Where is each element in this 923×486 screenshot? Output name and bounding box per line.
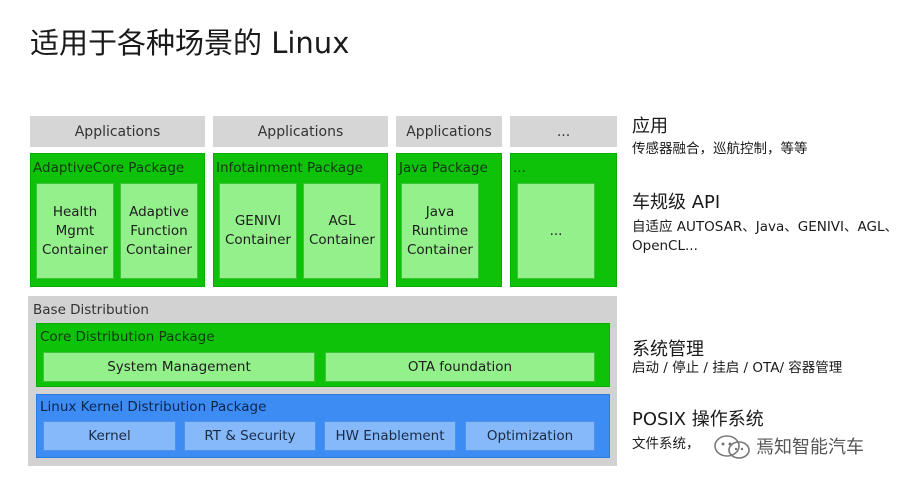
side-heading-applications: 应用 (632, 116, 668, 137)
side-desc-system-management: 启动 / 停止 / 挂启 / OTA/ 容器管理 (632, 360, 843, 376)
container-box: Adaptive Function Container (120, 183, 198, 279)
applications-box-adaptive: Applications (30, 116, 205, 147)
container-box: GENIVI Container (219, 183, 297, 279)
core-distribution-label: Core Distribution Package (40, 329, 215, 345)
side-desc-posix: 文件系统， (632, 436, 700, 452)
package-label: Java Package (399, 160, 488, 176)
package-label: ... (513, 160, 526, 176)
side-heading-posix: POSIX 操作系统 (632, 409, 764, 430)
container-label: Health Mgmt Container (42, 203, 108, 258)
base-distribution-label: Base Distribution (33, 302, 149, 318)
container-label: Java Runtime Container (407, 203, 473, 258)
container-label: ... (549, 222, 563, 239)
container-box: ... (517, 183, 595, 279)
side-heading-system-management: 系统管理 (632, 339, 704, 360)
container-box: Java Runtime Container (401, 183, 479, 279)
rt-security-box: RT & Security (184, 421, 316, 451)
applications-box-more: ... (510, 116, 617, 147)
container-label: GENIVI Container (225, 213, 291, 248)
applications-box-infotainment: Applications (213, 116, 388, 147)
page-title: 适用于各种场景的 Linux (30, 26, 350, 60)
package-label: AdaptiveCore Package (33, 160, 185, 176)
applications-box-java: Applications (396, 116, 502, 147)
hw-enablement-box: HW Enablement (324, 421, 456, 451)
wechat-logo-icon (714, 435, 750, 459)
ota-foundation-box: OTA foundation (325, 352, 595, 382)
side-desc-applications: 传感器融合，巡航控制，等等 (632, 141, 808, 157)
side-desc-api: 自适应 AUTOSAR、Java、GENIVI、AGL、 OpenCL... (632, 219, 898, 254)
optimization-box: Optimization (465, 421, 595, 451)
system-management-box: System Management (43, 352, 315, 382)
container-box: AGL Container (303, 183, 381, 279)
side-heading-api: 车规级 API (632, 192, 721, 213)
kernel-distribution-label: Linux Kernel Distribution Package (40, 399, 267, 415)
container-label: AGL Container (309, 213, 375, 248)
watermark-text: 焉知智能汽车 (756, 437, 864, 458)
package-label: Infotainment Package (216, 160, 363, 176)
container-box: Health Mgmt Container (36, 183, 114, 279)
container-label: Adaptive Function Container (126, 203, 192, 258)
kernel-box: Kernel (43, 421, 176, 451)
